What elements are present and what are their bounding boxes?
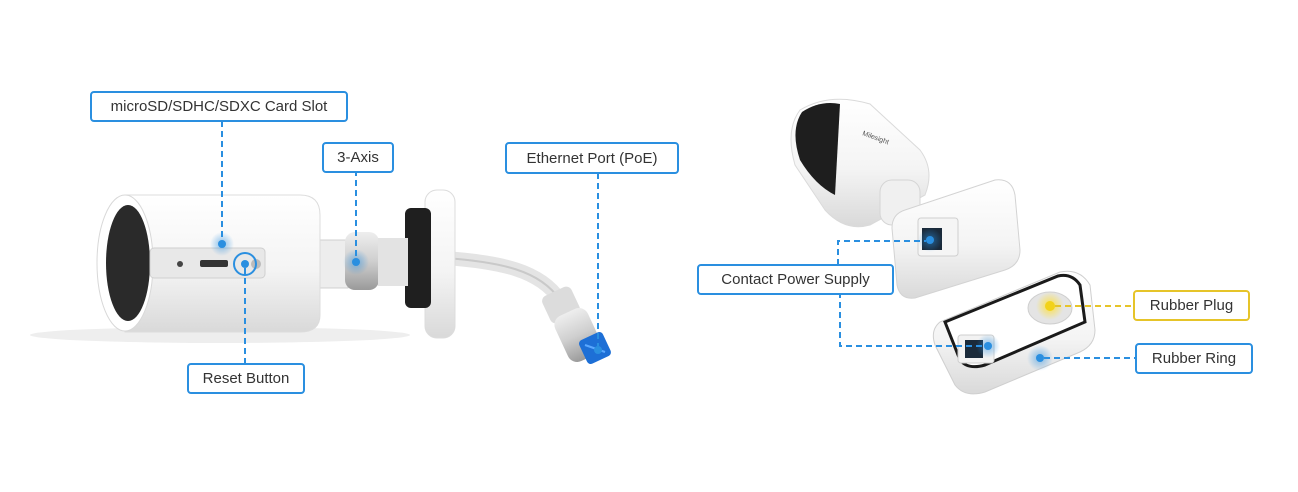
bullet-camera-side — [30, 189, 611, 364]
callout-markers — [210, 228, 1064, 371]
ethernet-connector — [542, 286, 611, 364]
card-slot-label: microSD/SDHC/SDXC Card Slot — [90, 91, 348, 122]
three-axis-label: 3-Axis — [322, 142, 394, 173]
contact-power-label: Contact Power Supply — [697, 264, 894, 295]
rubber-ring-label: Rubber Ring — [1135, 343, 1253, 374]
rubber-plug-label: Rubber Plug — [1133, 290, 1250, 321]
reset-button-label: Reset Button — [187, 363, 305, 394]
ethernet-port-label: Ethernet Port (PoE) — [505, 142, 679, 174]
